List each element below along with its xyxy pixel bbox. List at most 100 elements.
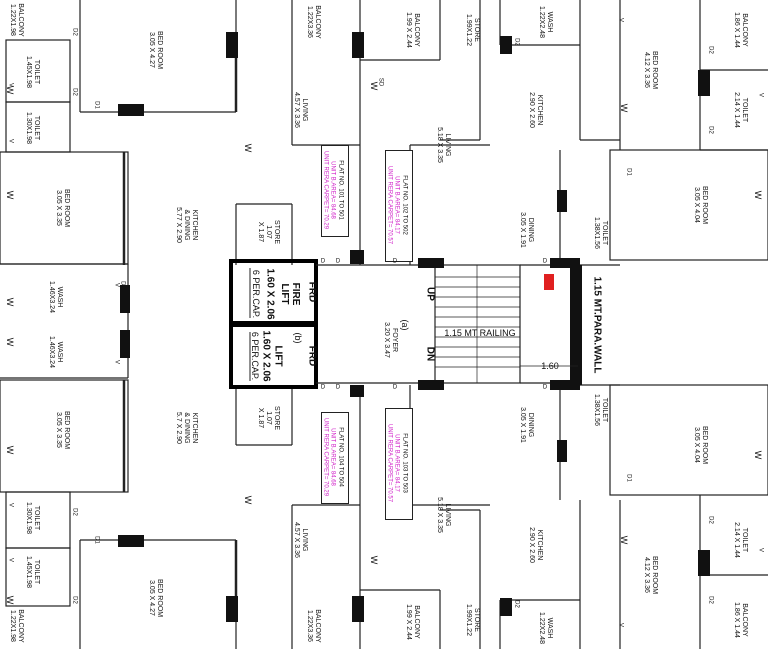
flat-built-area: UNIT B.AREA= 84.68 bbox=[329, 161, 336, 219]
door-mark: D bbox=[320, 258, 326, 265]
fire-lift-size: 1.60 X 2.06 bbox=[264, 268, 276, 320]
room-label-balc-br: BALCONY 1.86 X 1.44 bbox=[733, 602, 748, 638]
room-label-balc-tr: BALCONY 1.86 X 1.44 bbox=[733, 12, 748, 48]
room-label-balc-bl: BALCONY 1.22X1.98 bbox=[9, 609, 24, 643]
door-mark: D bbox=[392, 258, 398, 265]
door-d2-mark: D2 bbox=[707, 46, 714, 54]
lift-b-box bbox=[229, 323, 318, 389]
room-label-balc-bm: BALCONY 1.99 X 2.44 bbox=[405, 604, 420, 640]
room-label-wash-tr: WASH 1.22X2.48 bbox=[538, 6, 553, 38]
ventilator-mark: V bbox=[7, 82, 14, 88]
room-label-store-b: STORE 1.07 X 1.87 bbox=[257, 406, 280, 430]
window-mark: W bbox=[243, 495, 253, 505]
room-label-foyer: FOYER 3.20 X 3.47 bbox=[383, 322, 398, 358]
flat-info-box-f102 bbox=[385, 150, 413, 262]
column bbox=[418, 380, 444, 390]
flat-built-area: UNIT B.AREA= 84.17 bbox=[393, 434, 400, 492]
column bbox=[120, 330, 130, 358]
window-mark: W bbox=[753, 450, 763, 460]
door-d2-mark: D2 bbox=[707, 596, 714, 604]
fire-lift-label: FIRE LIFT bbox=[279, 282, 301, 306]
door-mark: D bbox=[320, 384, 326, 391]
fire-lift-door-label: FRD bbox=[306, 281, 318, 303]
window-mark: W bbox=[5, 85, 15, 95]
door-mark: D bbox=[335, 258, 341, 265]
lift-b-capacity: 6 PER.CAP. bbox=[250, 331, 260, 381]
room-label-kitchen-tr: KITCHEN 2.90 X 2.60 bbox=[528, 92, 543, 128]
flat-title: FLAT NO. 102 TO 502 bbox=[401, 175, 408, 235]
column bbox=[350, 250, 364, 264]
room-label-toilet-tr2: TOILET 1.38X1.56 bbox=[593, 217, 608, 249]
window-mark: W bbox=[5, 297, 15, 307]
flat-title: FLAT NO. 104 TO 504 bbox=[337, 427, 344, 487]
window-mark: W bbox=[243, 143, 253, 153]
door-d2-mark: D2 bbox=[119, 281, 126, 289]
window-mark: W bbox=[619, 535, 629, 545]
column bbox=[570, 265, 582, 385]
room-label-living-br: LIVING 5.18 X 3.35 bbox=[436, 497, 451, 533]
lift-b-label: LIFT bbox=[272, 345, 284, 367]
door-mark: D bbox=[542, 258, 548, 265]
sliding-door-mark: SD bbox=[377, 77, 384, 87]
room-label-balc-bc: BALCONY 1.22X3.36 bbox=[306, 609, 321, 643]
column bbox=[118, 104, 144, 116]
ventilator-mark: V bbox=[7, 502, 14, 508]
column bbox=[352, 32, 364, 58]
ventilator-mark: V bbox=[7, 138, 14, 144]
room-label-bed-tl: BED ROOM 3.05 X 4.27 bbox=[148, 30, 163, 70]
fire-lift-capacity: 6 PER.CAP. bbox=[251, 269, 261, 319]
window-mark: W bbox=[5, 595, 15, 605]
room-label-balc-tl: BALCONY 1.22X1.98 bbox=[9, 3, 24, 37]
room-label-store-br: STORE 1.99X1.22 bbox=[465, 604, 480, 636]
door-d1-mark: D1 bbox=[93, 536, 100, 544]
column bbox=[226, 32, 238, 58]
door-d2-mark: D2 bbox=[513, 38, 520, 46]
room-outline bbox=[609, 149, 768, 261]
door-d1-mark: D1 bbox=[625, 474, 632, 482]
column bbox=[550, 380, 580, 390]
column bbox=[118, 535, 144, 547]
flat-carpet-area: UNIT RERA CARPET= 70.57 bbox=[386, 165, 393, 245]
flat-title: FLAT NO. 103 TO 503 bbox=[401, 433, 408, 493]
column bbox=[557, 440, 567, 462]
door-d2-mark: D2 bbox=[71, 596, 78, 604]
window-mark: W bbox=[753, 190, 763, 200]
room-label-dining-t: DINING 3.05 X 1.91 bbox=[519, 212, 534, 248]
room-label-toilet-l2: TOILET 1.30X1.98 bbox=[25, 112, 40, 144]
ventilator-mark: V bbox=[617, 17, 624, 23]
column bbox=[226, 596, 238, 622]
ventilator-mark: V bbox=[7, 557, 14, 563]
room-label-bed-l1: BED ROOM 3.05 X 3.35 bbox=[55, 188, 70, 228]
door-d2-mark: D2 bbox=[513, 600, 520, 608]
room-label-toilet-l4: TOILET 1.45X1.98 bbox=[25, 556, 40, 588]
door-mark: D bbox=[392, 384, 398, 391]
room-label-balc-tc: BALCONY 1.22X3.36 bbox=[306, 5, 321, 39]
room-label-bed-tr2: BED ROOM 3.05 X 4.04 bbox=[693, 185, 708, 225]
column bbox=[352, 596, 364, 622]
room-label-kitchen-l1: KITCHEN & DINING 5.77 X 2.90 bbox=[175, 207, 198, 243]
lift-b-size: 1.60 X 2.06 bbox=[260, 330, 272, 382]
door-mark: D bbox=[542, 384, 548, 391]
lift-b-tag: (b) bbox=[293, 332, 303, 344]
door-d2-mark: D2 bbox=[707, 516, 714, 524]
column bbox=[698, 70, 710, 96]
foyer-tag: (a) bbox=[400, 319, 410, 331]
ventilator-mark: V bbox=[617, 622, 624, 628]
window-mark: W bbox=[5, 337, 15, 347]
stair-railing-label: 1.15 MT RAILING bbox=[444, 328, 516, 338]
stair-width-dimension: 1.60 bbox=[541, 361, 559, 371]
window-mark: W bbox=[5, 190, 15, 200]
flat-info-box-f104 bbox=[321, 412, 349, 504]
fire-extinguisher-icon bbox=[544, 274, 554, 290]
column bbox=[557, 190, 567, 212]
stair-outline bbox=[434, 264, 521, 384]
lift-b-door-label: FRD bbox=[306, 345, 318, 367]
column bbox=[500, 36, 512, 54]
stair-down-label: DN bbox=[424, 346, 436, 362]
door-d1-mark: D1 bbox=[625, 168, 632, 176]
room-label-wash-l2: WASH 1.46X3.24 bbox=[48, 336, 63, 368]
room-label-dining-b: DINING 3.05 X 1.91 bbox=[519, 407, 534, 443]
room-label-living-bl: LIVING 4.57 X 3.36 bbox=[293, 522, 308, 558]
